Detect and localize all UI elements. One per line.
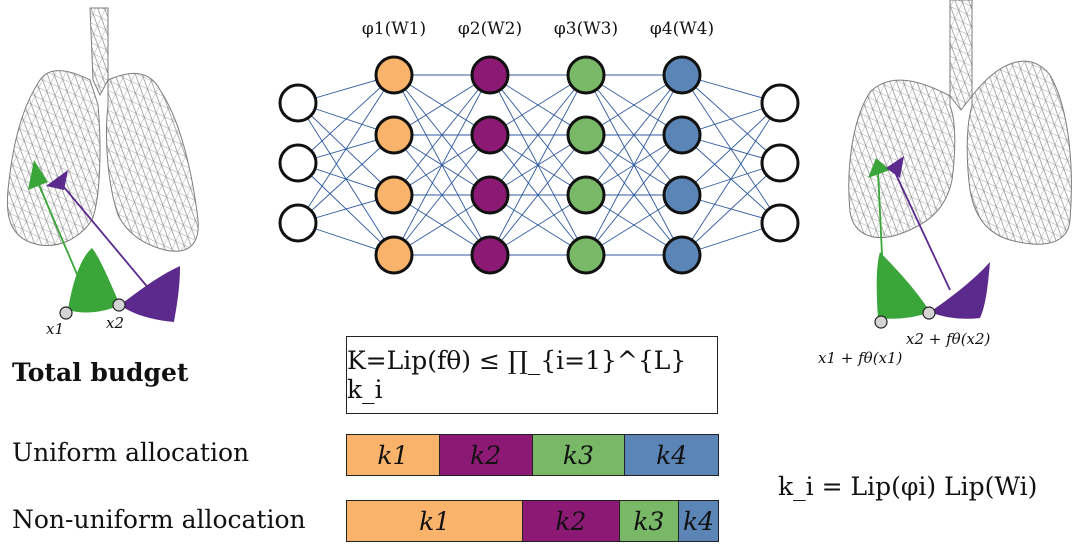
input-node — [278, 83, 318, 123]
hidden-node — [662, 55, 702, 95]
lipschitz-formula-box: K=Lip(fθ) ≤ ∏_{i=1}^{L} k_i — [346, 336, 718, 414]
network-edge — [489, 134, 587, 256]
allocation-segment-k4: k4 — [679, 501, 718, 541]
network-edge — [297, 74, 395, 164]
hidden-node — [374, 175, 414, 215]
layer-label: φ2(W2) — [458, 19, 522, 39]
allocation-segment-k3: k3 — [532, 435, 626, 475]
hidden-node — [470, 55, 510, 95]
hidden-node — [374, 55, 414, 95]
x1-plus-f-label: x1 + fθ(x1) — [818, 349, 903, 367]
left-lung-mesh-icon — [6, 7, 199, 252]
right-correspondence: x1 + fθ(x1) x2 + fθ(x2) — [818, 156, 991, 367]
x1-label: x1 — [46, 320, 64, 338]
nonuniform-allocation-label: Non-uniform allocation — [12, 505, 306, 534]
output-node — [760, 83, 800, 123]
output-node — [760, 203, 800, 243]
network-edge — [489, 74, 587, 256]
hidden-node — [662, 235, 702, 275]
layer-labels: φ1(W1) φ2(W2) φ3(W3) φ4(W4) — [362, 19, 714, 39]
allocation-segment-k2: k2 — [439, 435, 533, 475]
hidden-node — [566, 115, 606, 155]
layer-label: φ3(W3) — [554, 19, 618, 39]
hidden-node — [470, 175, 510, 215]
network-edge — [393, 74, 491, 256]
network-edge — [585, 134, 683, 256]
hidden-node — [566, 235, 606, 275]
network-edge — [585, 74, 683, 196]
total-budget-label: Total budget — [12, 358, 189, 387]
network-edge — [585, 74, 683, 256]
allocation-segment-k4: k4 — [625, 435, 718, 475]
hidden-node — [374, 235, 414, 275]
output-node — [760, 143, 800, 183]
x2-plus-f-label: x2 + fθ(x2) — [906, 330, 991, 348]
network-edge — [681, 102, 781, 256]
network-edge — [681, 162, 781, 256]
hidden-node — [566, 175, 606, 215]
layer-label: φ4(W4) — [650, 19, 714, 39]
hidden-node — [662, 115, 702, 155]
network-edge — [489, 74, 587, 196]
network-edge — [681, 102, 781, 196]
network-edge — [297, 74, 395, 224]
left-correspondence: x1 x2 — [28, 160, 180, 338]
allocation-segment-k3: k3 — [619, 501, 680, 541]
right-lung-mesh-icon — [848, 0, 1072, 245]
allocation-segment-k1: k1 — [347, 435, 440, 475]
hidden-node — [374, 115, 414, 155]
network-nodes — [278, 55, 800, 275]
network-edge — [297, 134, 395, 224]
k-formula: k_i = Lip(φi) Lip(Wi) — [778, 472, 1038, 501]
uniform-allocation-label: Uniform allocation — [12, 438, 250, 467]
input-node — [278, 203, 318, 243]
x2-label: x2 — [106, 314, 124, 332]
hidden-node — [470, 235, 510, 275]
layer-label: φ1(W1) — [362, 19, 426, 39]
allocation-segment-k1: k1 — [347, 501, 524, 541]
hidden-node — [470, 115, 510, 155]
hidden-node — [662, 175, 702, 215]
input-node — [278, 143, 318, 183]
lipschitz-formula: K=Lip(fθ) ≤ ∏_{i=1}^{L} k_i — [347, 346, 687, 404]
network-edges — [297, 74, 781, 256]
allocation-segment-k2: k2 — [523, 501, 620, 541]
hidden-node — [566, 55, 606, 95]
network-edge — [393, 74, 491, 196]
network-edge — [393, 134, 491, 256]
